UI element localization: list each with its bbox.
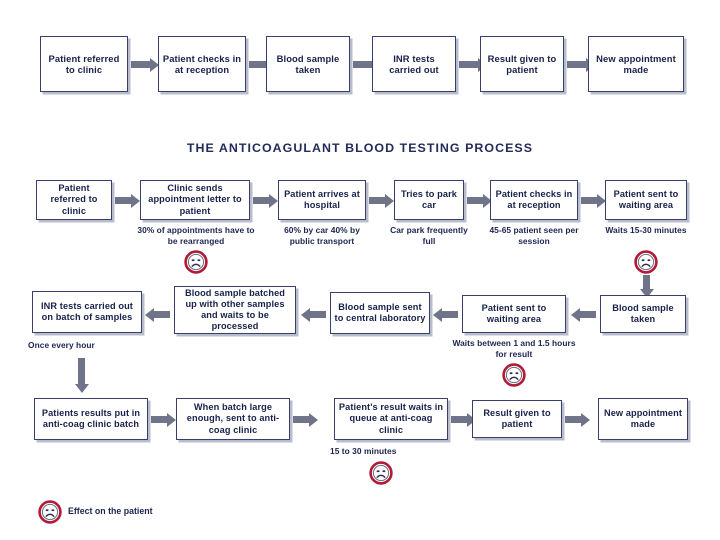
row3-step-box-3[interactable]: Patient's result waits in queue at anti-… — [334, 398, 448, 440]
row2-step-box-1[interactable]: Blood sample taken — [600, 295, 686, 333]
row2-step-label-2: Patient sent to waiting area — [481, 302, 547, 324]
sad-face-icon-legend — [38, 500, 62, 524]
row1-step-box-2[interactable]: Clinic sends appointment letter to patie… — [140, 180, 250, 220]
arrow-right-row1-2 — [253, 193, 278, 208]
arrow-left-row2-2 — [433, 307, 458, 322]
sad-face-icon-row1-6 — [634, 250, 658, 274]
top-step-box-3[interactable]: Blood sample taken — [266, 36, 350, 92]
row1-step-box-3[interactable]: Patient arrives at hospital — [278, 180, 366, 220]
row1-annotation-2: 30% of appointments have to be rearrange… — [137, 225, 255, 246]
arrow-left-row2-3 — [301, 307, 326, 322]
row2-annotation-5: Once every hour — [28, 340, 95, 350]
row1-step-box-5[interactable]: Patient checks in at reception — [490, 180, 578, 220]
row1-step-label-3: Patient arrives at hospital — [284, 188, 360, 210]
arrow-right-row3-2 — [293, 412, 318, 427]
top-step-box-6[interactable]: New appointment made — [588, 36, 684, 92]
row1-annotation-3: 60% by car 40% by public transport — [284, 225, 360, 246]
arrow-right-top-5 — [567, 57, 595, 72]
row3-annotation-3: 15 to 30 minutes — [330, 446, 397, 456]
row1-step-label-2: Clinic sends appointment letter to patie… — [148, 183, 242, 216]
top-step-box-2[interactable]: Patient checks in at reception — [158, 36, 246, 92]
row2-step-label-5: INR tests carried out on batch of sample… — [41, 300, 133, 322]
row1-step-label-5: Patient checks in at reception — [495, 188, 573, 210]
row3-step-label-1: Patients results put in anti-coag clinic… — [41, 407, 141, 429]
row3-step-box-1[interactable]: Patients results put in anti-coag clinic… — [34, 398, 148, 440]
sad-face-icon-row2-2 — [502, 363, 526, 387]
row2-step-label-3: Blood sample sent to central laboratory — [334, 301, 426, 323]
sad-face-icon-row3-3 — [369, 461, 393, 485]
arrow-right-top-4 — [459, 57, 487, 72]
row2-step-box-5[interactable]: INR tests carried out on batch of sample… — [32, 291, 142, 333]
top-step-label-5: Result given to patient — [487, 52, 557, 75]
row1-step-box-4[interactable]: Tries to park car — [394, 180, 464, 220]
arrow-right-row1-3 — [369, 193, 394, 208]
arrow-down-row2-to-row3 — [74, 358, 89, 393]
row2-step-label-1: Blood sample taken — [612, 302, 674, 324]
row1-step-label-6: Patient sent to waiting area — [613, 188, 679, 210]
row1-annotation-6: Waits 15-30 minutes — [605, 225, 687, 235]
row3-step-label-5: New appointment made — [603, 407, 683, 429]
arrow-right-row1-4 — [467, 193, 492, 208]
row1-annotation-5: 45-65 patient seen per session — [489, 225, 579, 246]
row3-step-box-5[interactable]: New appointment made — [598, 398, 688, 440]
top-step-box-4[interactable]: INR tests carried out — [372, 36, 456, 92]
top-step-label-4: INR tests carried out — [389, 52, 439, 75]
row3-step-box-2[interactable]: When batch large enough, sent to anti-co… — [176, 398, 290, 440]
arrow-right-row3-4 — [565, 412, 590, 427]
row2-step-label-4: Blood sample batched up with other sampl… — [184, 287, 286, 332]
top-step-label-6: New appointment made — [596, 52, 676, 75]
arrow-right-top-1 — [131, 57, 159, 72]
row1-step-box-1[interactable]: Patient referred to clinic — [36, 180, 112, 220]
arrow-down-row1-to-row2 — [639, 275, 654, 298]
top-step-box-5[interactable]: Result given to patient — [480, 36, 564, 92]
arrow-left-row2-4 — [145, 307, 170, 322]
legend-label: Effect on the patient — [68, 506, 153, 516]
row3-step-label-4: Result given to patient — [483, 407, 551, 429]
arrow-left-row2-1 — [571, 307, 596, 322]
arrow-right-top-3 — [353, 57, 381, 72]
arrow-right-row3-3 — [451, 412, 476, 427]
top-step-label-2: Patient checks in at reception — [162, 52, 242, 75]
row3-step-label-3: Patient's result waits in queue at anti-… — [338, 402, 444, 435]
row1-step-label-4: Tries to park car — [401, 188, 457, 210]
top-step-label-1: Patient referred to clinic — [48, 52, 120, 75]
sad-face-icon-row1-2 — [184, 250, 208, 274]
row2-step-box-2[interactable]: Patient sent to waiting area — [462, 295, 566, 333]
row3-step-box-4[interactable]: Result given to patient — [472, 400, 562, 438]
page-title: THE ANTICOAGULANT BLOOD TESTING PROCESS — [186, 141, 534, 155]
arrow-right-row1-5 — [581, 193, 606, 208]
row1-step-box-6[interactable]: Patient sent to waiting area — [605, 180, 687, 220]
row3-step-label-2: When batch large enough, sent to anti-co… — [186, 402, 280, 435]
row1-annotation-4: Car park frequently full — [390, 225, 468, 246]
top-step-label-3: Blood sample taken — [276, 52, 340, 75]
row2-step-box-4[interactable]: Blood sample batched up with other sampl… — [174, 286, 296, 334]
row2-step-box-3[interactable]: Blood sample sent to central laboratory — [330, 292, 430, 334]
arrow-right-row3-1 — [151, 412, 176, 427]
top-step-box-1[interactable]: Patient referred to clinic — [40, 36, 128, 92]
row1-step-label-1: Patient referred to clinic — [50, 183, 98, 216]
row2-annotation-2: Waits between 1 and 1.5 hours for result — [452, 338, 576, 359]
arrow-right-row1-1 — [115, 193, 140, 208]
